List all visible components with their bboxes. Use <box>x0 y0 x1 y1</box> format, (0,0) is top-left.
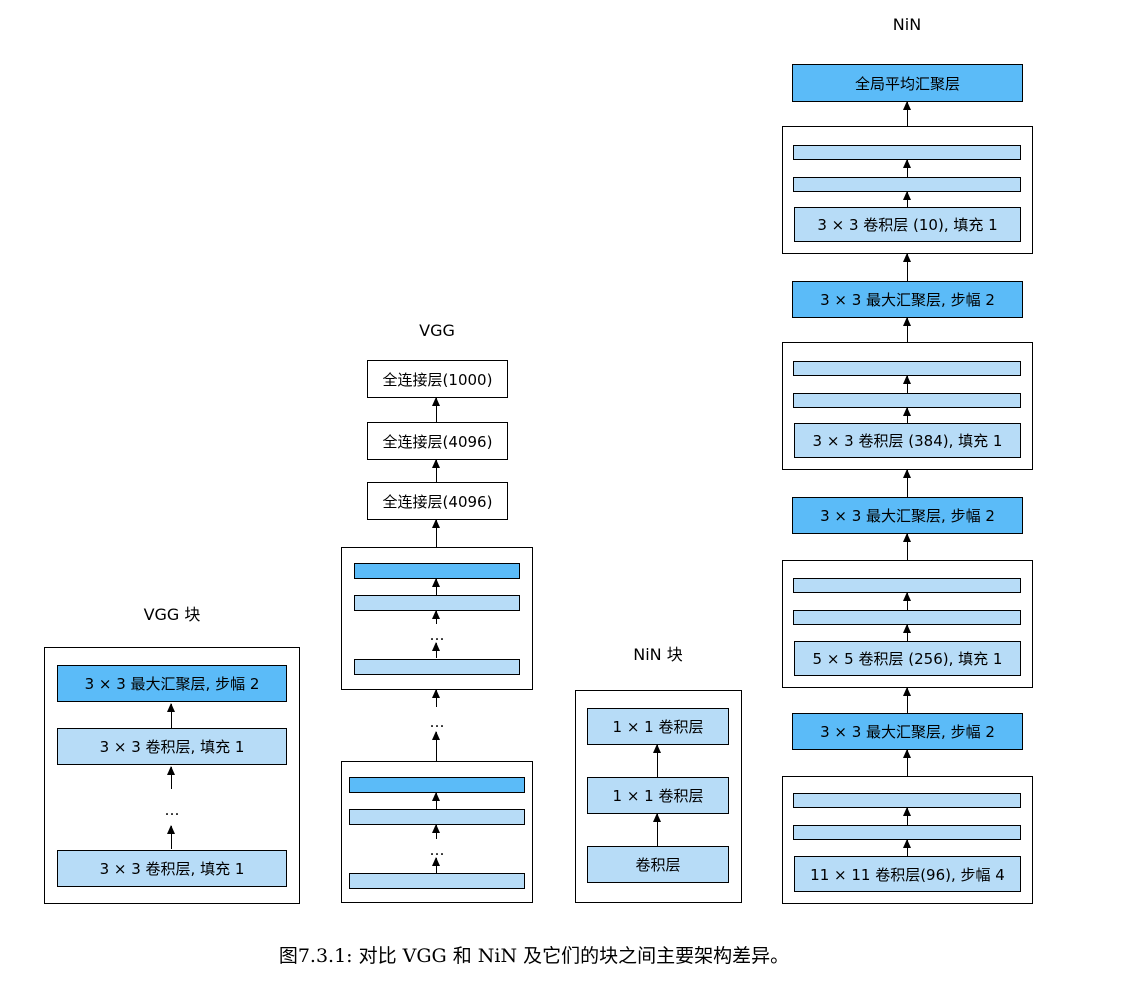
vgg-block-frame: 3 × 3 最大汇聚层, 步幅 2 3 × 3 卷积层, 填充 1 … 3 × … <box>44 647 300 904</box>
vgg-conv-bar <box>349 873 525 889</box>
arrow-up-icon <box>432 824 440 839</box>
arrow-up-icon <box>903 253 911 281</box>
ellipsis: … <box>429 626 445 644</box>
nin-conv1x1-bar <box>793 177 1021 192</box>
arrow-up-icon <box>653 813 661 846</box>
arrow-up-icon <box>432 397 440 422</box>
vgg-block-conv-layer-bottom: 3 × 3 卷积层, 填充 1 <box>57 850 287 887</box>
arrow-up-icon <box>432 642 440 658</box>
arrow-up-icon <box>903 687 911 713</box>
vgg-fc-4096-lower: 全连接层(4096) <box>367 482 508 520</box>
arrow-up-icon <box>903 533 911 560</box>
arrow-up-icon <box>432 857 440 873</box>
vgg-conv-bar <box>349 809 525 825</box>
nin-block-conv1x1-mid: 1 × 1 卷积层 <box>587 777 729 814</box>
vgg-block-title: VGG 块 <box>143 605 201 624</box>
ellipsis: … <box>429 713 445 731</box>
nin-block-frame: 1 × 1 卷积层 1 × 1 卷积层 卷积层 <box>575 690 742 903</box>
nin-block-1-conv: 11 × 11 卷积层(96), 步幅 4 <box>794 856 1021 892</box>
arrow-up-icon <box>903 101 911 126</box>
nin-conv1x1-bar <box>793 145 1021 160</box>
arrow-up-icon <box>432 731 440 761</box>
vgg-fc-1000: 全连接层(1000) <box>367 360 508 398</box>
arrow-up-icon <box>167 703 175 728</box>
arrow-up-icon <box>432 578 440 595</box>
nin-block-1: 11 × 11 卷积层(96), 步幅 4 <box>782 776 1033 904</box>
nin-conv1x1-bar <box>793 610 1021 625</box>
arrow-up-icon <box>903 807 911 825</box>
vgg-block-pool-layer: 3 × 3 最大汇聚层, 步幅 2 <box>57 665 287 702</box>
nin-conv1x1-bar <box>793 825 1021 840</box>
nin-conv1x1-bar <box>793 578 1021 593</box>
arrow-up-icon <box>903 159 911 177</box>
nin-title: NiN <box>892 15 922 34</box>
nin-block-title: NiN 块 <box>633 645 683 664</box>
arrow-up-icon <box>903 191 911 207</box>
ellipsis: … <box>164 801 180 819</box>
nin-block-conv1x1-top: 1 × 1 卷积层 <box>587 708 729 745</box>
vgg-conv-bar <box>354 659 520 675</box>
nin-block-conv: 卷积层 <box>587 846 729 883</box>
nin-max-pool-1: 3 × 3 最大汇聚层, 步幅 2 <box>792 713 1023 750</box>
nin-block-2: 5 × 5 卷积层 (256), 填充 1 <box>782 560 1033 688</box>
nin-block-4: 3 × 3 卷积层 (10), 填充 1 <box>782 126 1033 254</box>
nin-block-2-conv: 5 × 5 卷积层 (256), 填充 1 <box>794 641 1021 676</box>
arrow-up-icon <box>903 407 911 423</box>
nin-conv1x1-bar <box>793 393 1021 408</box>
vgg-fc-4096-upper: 全连接层(4096) <box>367 422 508 460</box>
nin-conv1x1-bar <box>793 361 1021 376</box>
figure-caption: 图7.3.1: 对比 VGG 和 NiN 及它们的块之间主要架构差异。 <box>278 945 790 967</box>
arrow-up-icon <box>432 459 440 482</box>
arrow-up-icon <box>167 766 175 789</box>
vgg-title: VGG <box>419 321 455 340</box>
nin-block-4-conv: 3 × 3 卷积层 (10), 填充 1 <box>794 207 1021 242</box>
arrow-up-icon <box>903 749 911 776</box>
nin-conv1x1-bar <box>793 793 1021 808</box>
vgg-conv-bar <box>354 595 520 611</box>
arrow-up-icon <box>903 375 911 393</box>
arrow-up-icon <box>903 469 911 497</box>
vgg-pool-bar <box>354 563 520 579</box>
ellipsis: … <box>429 841 445 859</box>
arrow-up-icon <box>903 317 911 342</box>
nin-max-pool-2: 3 × 3 最大汇聚层, 步幅 2 <box>792 497 1023 534</box>
arrow-up-icon <box>432 689 440 707</box>
arrow-up-icon <box>432 519 440 547</box>
arrow-up-icon <box>432 792 440 809</box>
arrow-up-icon <box>903 592 911 610</box>
nin-block-3: 3 × 3 卷积层 (384), 填充 1 <box>782 342 1033 470</box>
nin-max-pool-3: 3 × 3 最大汇聚层, 步幅 2 <box>792 281 1023 318</box>
vgg-block-upper: … <box>341 547 533 690</box>
vgg-block-conv-layer-top: 3 × 3 卷积层, 填充 1 <box>57 728 287 765</box>
arrow-up-icon <box>903 839 911 856</box>
nin-global-avg-pool: 全局平均汇聚层 <box>792 64 1023 102</box>
arrow-up-icon <box>167 825 175 849</box>
vgg-block-lower: … <box>341 761 533 903</box>
vgg-pool-bar <box>349 777 525 793</box>
arrow-up-icon <box>432 610 440 624</box>
nin-block-3-conv: 3 × 3 卷积层 (384), 填充 1 <box>794 423 1021 458</box>
arrow-up-icon <box>903 624 911 641</box>
arrow-up-icon <box>653 744 661 777</box>
